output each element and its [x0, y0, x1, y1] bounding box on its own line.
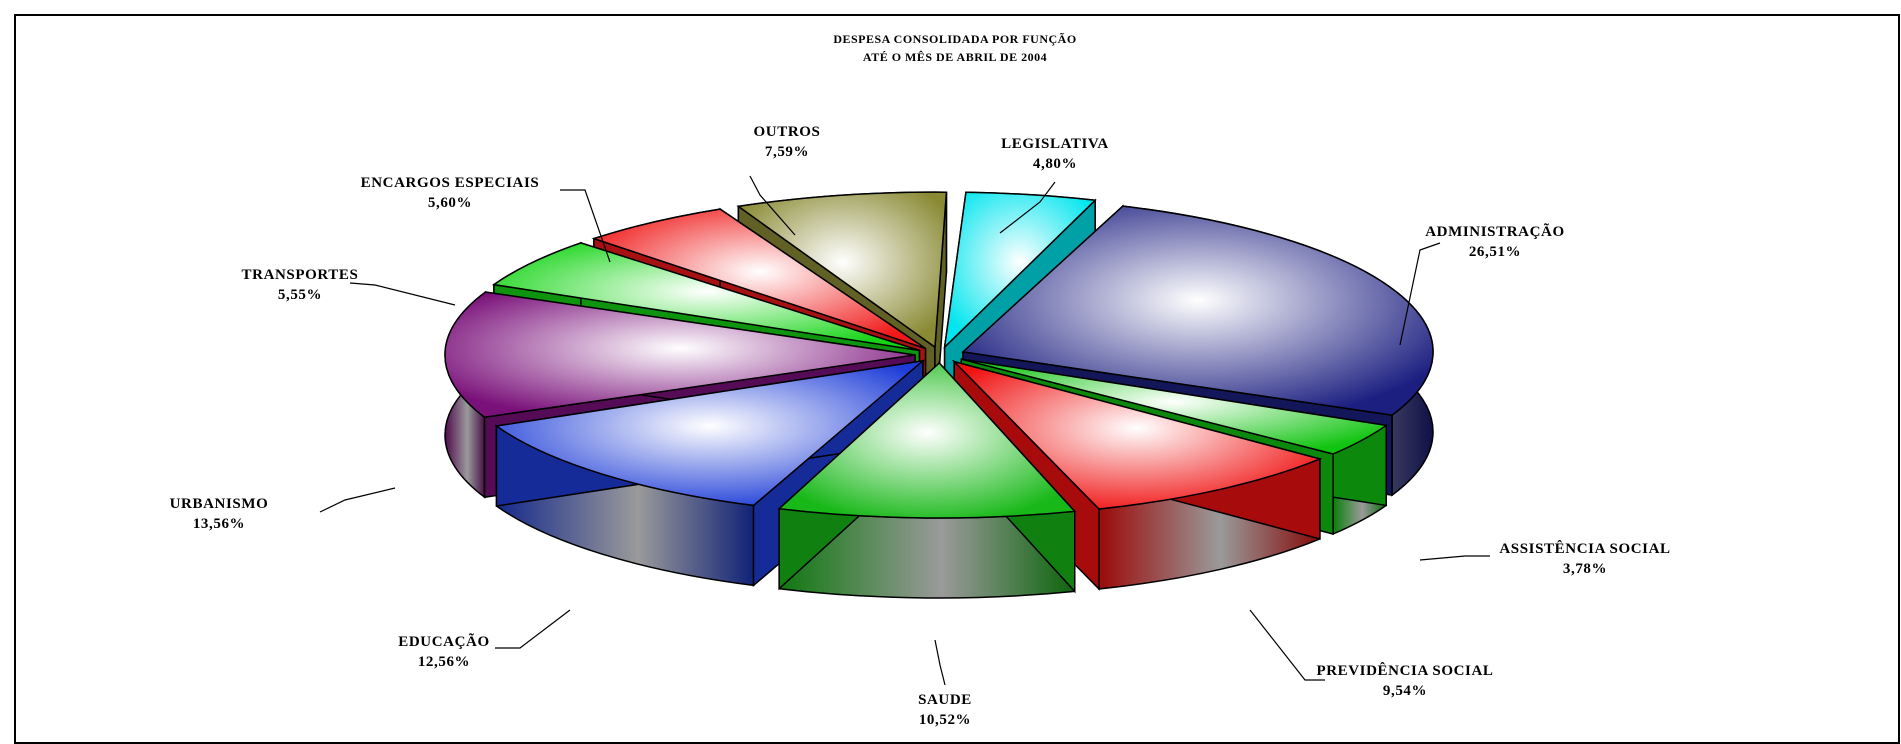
slice-label-previdencia-social: PREVIDÊNCIA SOCIAL [1316, 662, 1493, 679]
leader-line-legislativa [999, 181, 1056, 234]
slice-value-outros: 7,59% [765, 144, 809, 160]
slice-label-transportes: TRANSPORTES [242, 267, 359, 283]
leader-line-administracao [1399, 242, 1441, 346]
slice-value-previdencia-social: 9,54% [1383, 683, 1427, 699]
slice-value-saude: 10,52% [919, 712, 971, 728]
leader-line-encargos-especiais [560, 189, 611, 263]
pie-slice-administracao-top [961, 205, 1434, 416]
slice-value-legislativa: 4,80% [1033, 156, 1077, 172]
slice-value-educacao: 12,56% [418, 654, 470, 670]
pie-slice-previdencia-social-top [951, 360, 1323, 510]
pie-slice-saude-top [777, 361, 1077, 519]
leader-line-urbanismo [319, 487, 396, 513]
leader-line-assistencia-social [1419, 555, 1490, 561]
pie-slice-encargos-especiais-top [591, 208, 926, 350]
leader-line-transportes [349, 282, 456, 306]
pie-slice-outros-top [736, 191, 948, 349]
leader-line-educacao [495, 609, 571, 649]
leader-line-saude [934, 639, 946, 686]
slice-value-transportes: 5,55% [278, 287, 322, 303]
pie-slice-legislativa-top [943, 191, 1097, 350]
pie-slice-urbanismo-top [444, 291, 916, 418]
slices-layer [444, 191, 1434, 599]
pie-slice-assistencia-social-top [961, 358, 1389, 455]
slice-label-assistencia-social: ASSISTÊNCIA SOCIAL [1499, 540, 1670, 557]
slice-label-outros: OUTROS [754, 124, 821, 140]
leader-line-previdencia-social [1249, 609, 1325, 681]
chart-subtitle: ATÉ O MÊS DE ABRIL DE 2004 [863, 50, 1047, 64]
slice-value-encargos-especiais: 5,60% [428, 195, 472, 211]
slice-label-urbanismo: URBANISMO [170, 496, 269, 512]
slice-value-urbanismo: 13,56% [193, 516, 245, 532]
slice-labels: LEGISLATIVA 4,80% ADMINISTRAÇÃO 26,51% ASSIS… [170, 124, 1670, 728]
slice-label-encargos-especiais: ENCARGOS ESPECIAIS [361, 175, 540, 191]
pie-slice-saude [777, 361, 1077, 599]
leader-line-outros [749, 175, 796, 236]
slice-value-administracao: 26,51% [1469, 244, 1521, 260]
pie-slice-transportes-top [491, 242, 920, 352]
slice-label-legislativa: LEGISLATIVA [1001, 136, 1109, 152]
slice-label-administracao: ADMINISTRAÇÃO [1425, 222, 1564, 240]
slice-value-assistencia-social: 3,78% [1563, 561, 1607, 577]
leader-lines [319, 175, 1490, 686]
pie-slice-educacao-top [494, 359, 926, 507]
slice-label-saude: SAUDE [918, 692, 972, 708]
slice-label-educacao: EDUCAÇÃO [398, 632, 489, 650]
chart-title: DESPESA CONSOLIDADA POR FUNÇÃO [833, 32, 1076, 46]
